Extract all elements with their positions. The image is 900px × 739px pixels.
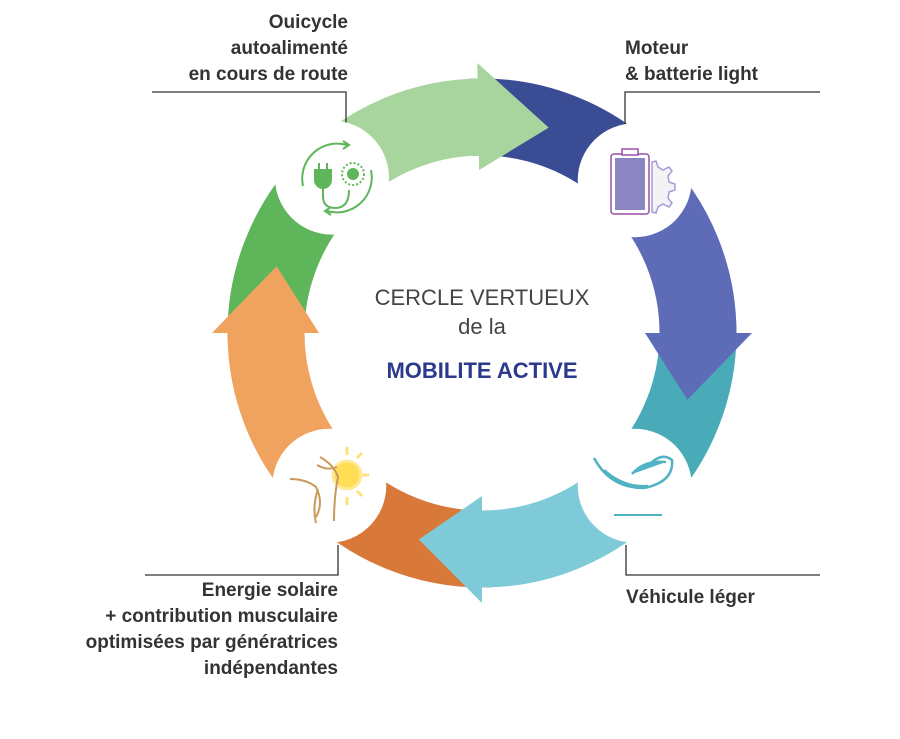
arrowhead-bottom xyxy=(418,496,482,603)
arrowhead-top xyxy=(477,63,549,171)
label-line: Ouicycle xyxy=(268,12,348,33)
arrowhead-right xyxy=(645,333,752,400)
center-title-line1: CERCLE VERTUEUX xyxy=(374,285,590,310)
label-bottom-right: Véhicule léger xyxy=(626,585,755,611)
leader-line-bottom-right xyxy=(625,545,820,576)
center-title-line2: de la xyxy=(458,314,506,339)
label-line: & batterie light xyxy=(625,64,759,85)
label-top-right: Moteur & batterie light xyxy=(625,36,758,88)
leg-sun-icon xyxy=(289,447,369,524)
label-line: Energie solaire xyxy=(201,580,338,601)
label-line: Moteur xyxy=(625,38,689,59)
leader-lines xyxy=(145,91,820,576)
label-line: autoalimenté xyxy=(230,38,348,59)
label-bottom-left: Energie solaire + contribution musculair… xyxy=(86,578,338,682)
leader-line-top-right xyxy=(624,91,820,125)
label-line: + contribution musculaire xyxy=(105,606,338,627)
label-line: indépendantes xyxy=(203,658,338,679)
feather-icon xyxy=(592,455,674,516)
leader-line-bottom-left xyxy=(145,545,339,576)
plug-sun-cycle-icon xyxy=(301,140,373,216)
label-line: en cours de route xyxy=(188,64,348,85)
label-line: optimisées par génératrices xyxy=(85,632,338,653)
label-top-left: Ouicycle autoalimenté en cours de route xyxy=(189,10,348,88)
leader-line-top-left xyxy=(152,91,347,125)
battery-gear-icon xyxy=(610,148,676,215)
center-title-main: MOBILITE ACTIVE xyxy=(386,358,578,383)
node-circle-bottom-left xyxy=(272,428,387,543)
label-line: Véhicule léger xyxy=(626,587,755,608)
arrowhead-left xyxy=(212,266,319,333)
